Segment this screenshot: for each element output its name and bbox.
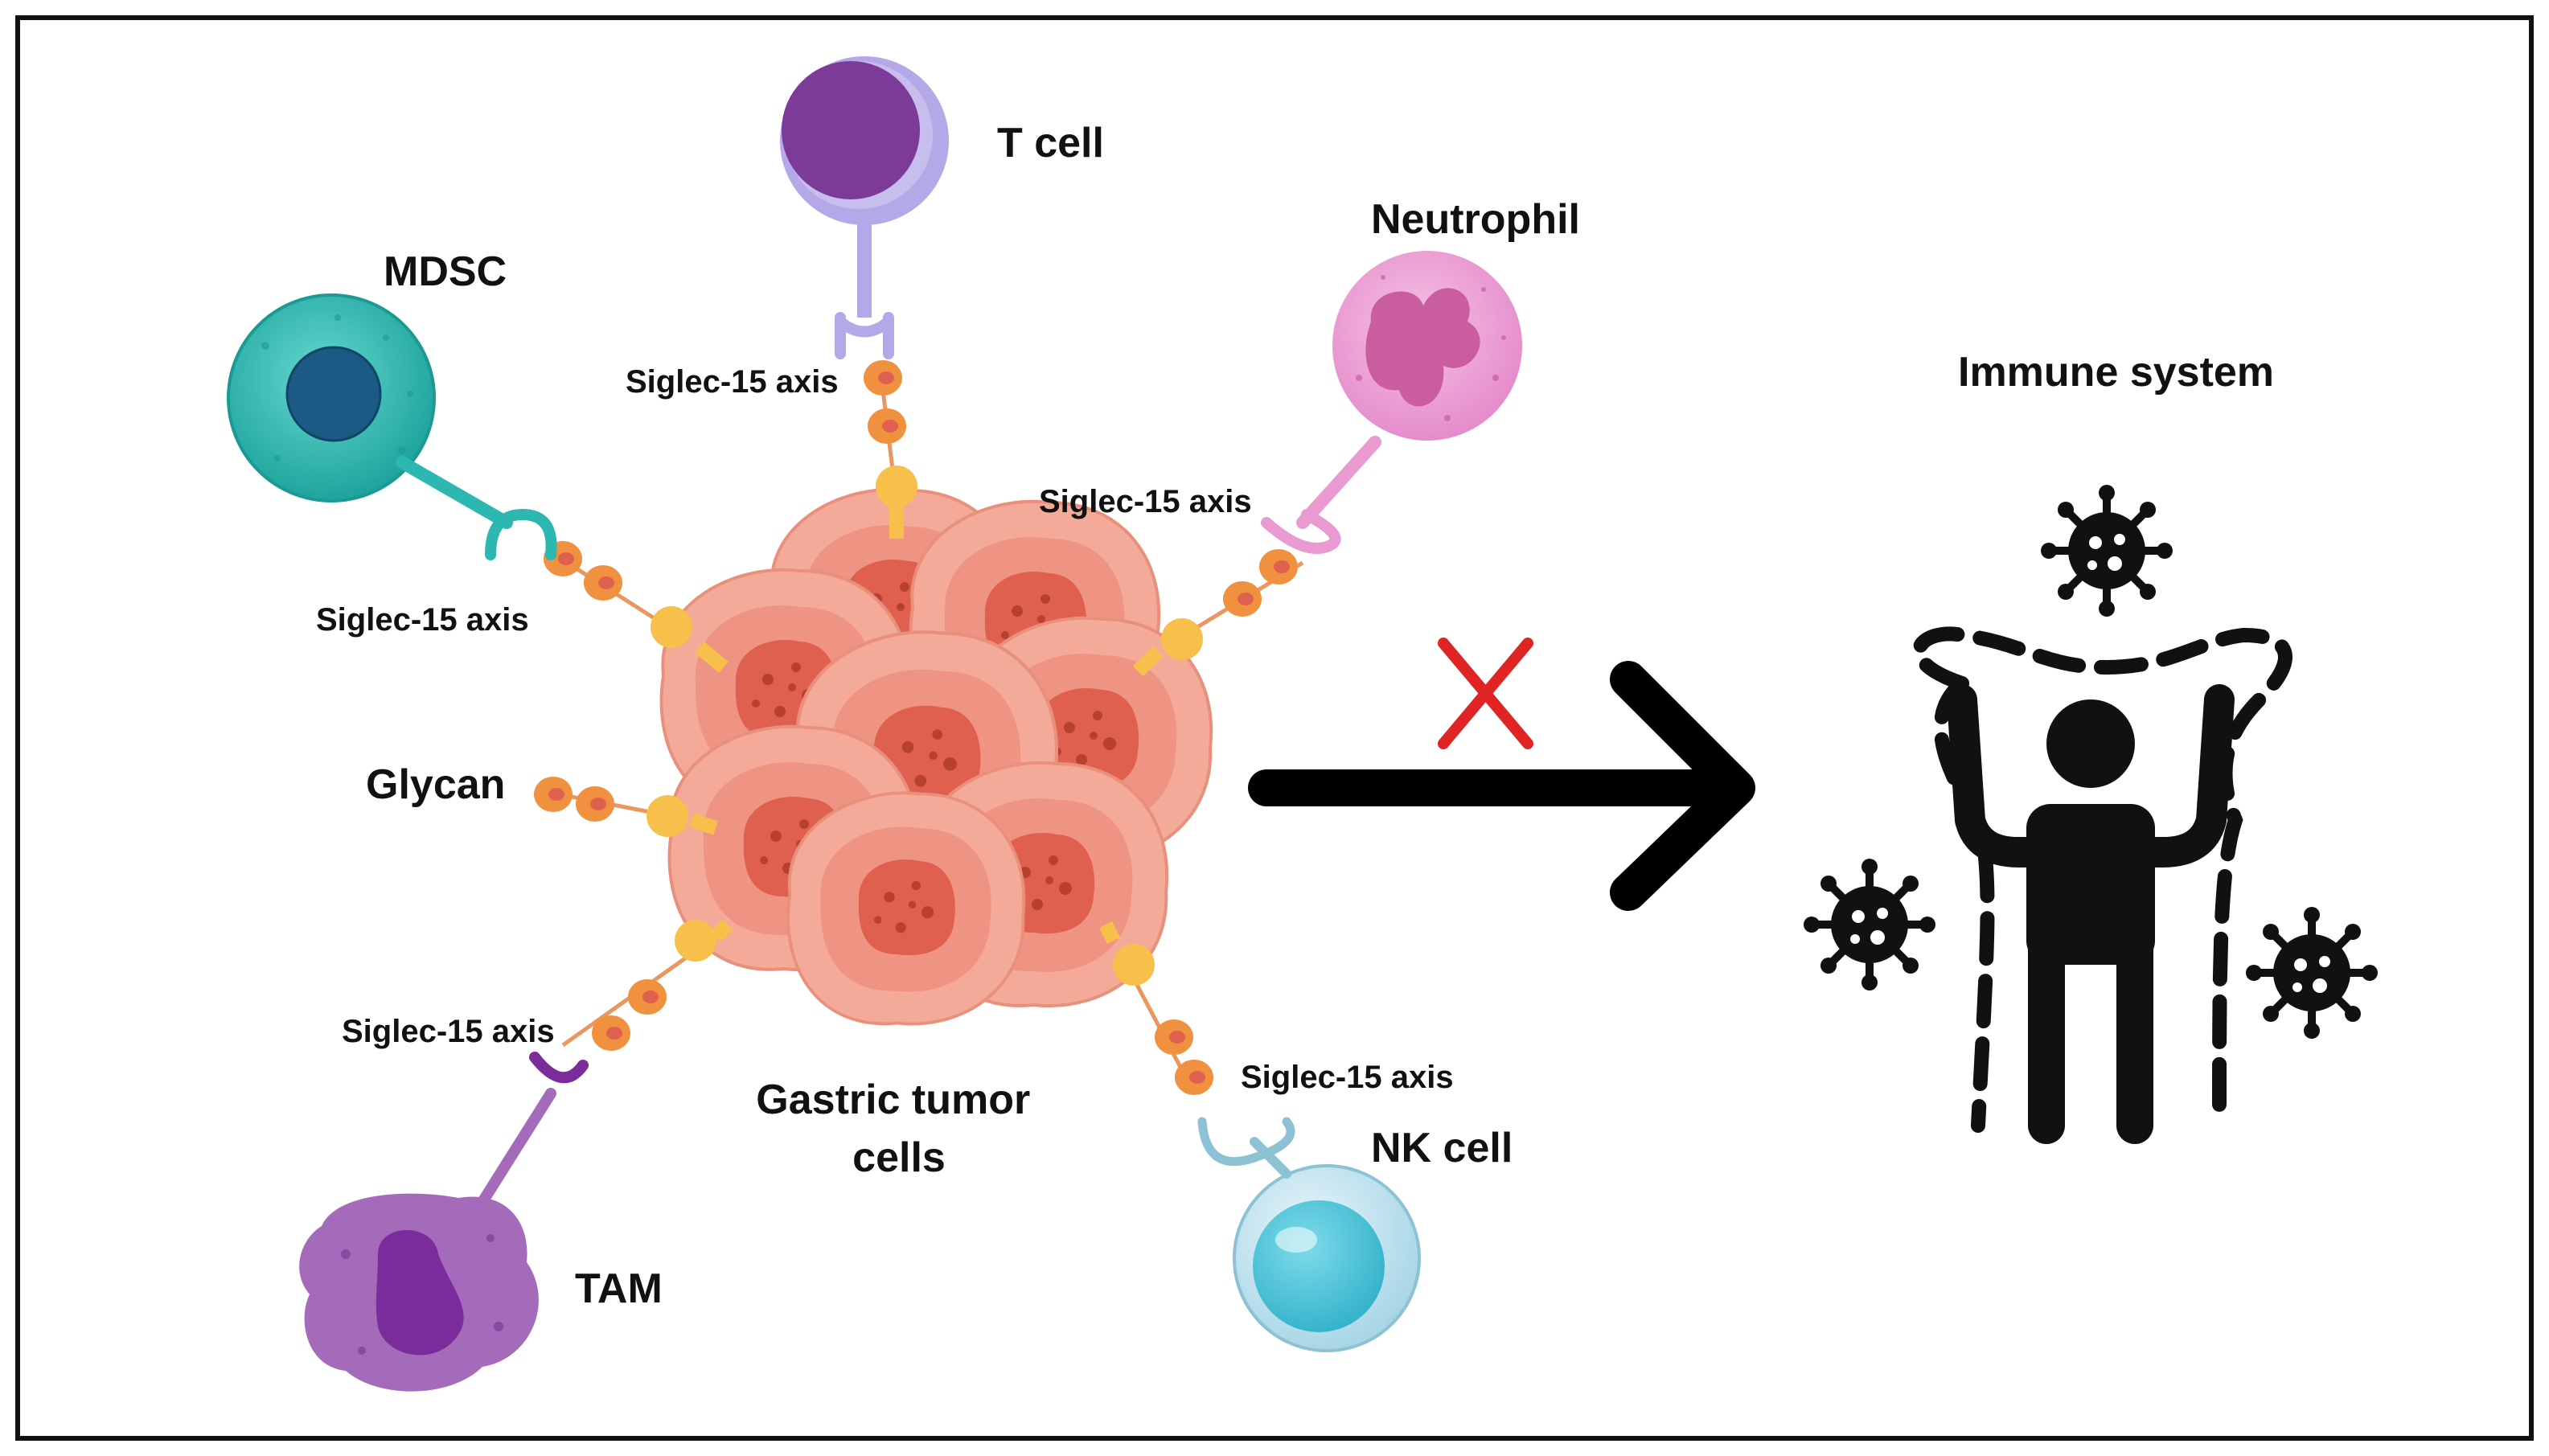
siglec-axis-label-nk: Siglec-15 axis (1241, 1060, 1454, 1095)
neutrophil-label: Neutrophil (1371, 196, 1580, 243)
siglec-axis-label-mdsc: Siglec-15 axis (316, 602, 529, 638)
glycan-label: Glycan (366, 761, 505, 808)
t-cell-label: T cell (997, 120, 1104, 166)
neutrophil-cell (1261, 251, 1522, 554)
siglec-axis-label-neutrophil: Siglec-15 axis (1039, 484, 1252, 519)
siglec-axis-label-tam: Siglec-15 axis (342, 1014, 555, 1049)
figure-border (15, 15, 2534, 1441)
siglec-axis-label-t-cell: Siglec-15 axis (626, 364, 839, 400)
mdsc-cell (227, 293, 557, 560)
tumor-label: Gastric tumor cells (756, 1077, 1041, 1181)
cross-mark (1438, 638, 1533, 749)
protected-person-icon (1911, 626, 2292, 1144)
tumor-cell-cluster (659, 487, 1213, 1026)
tam-label: TAM (575, 1265, 663, 1312)
glycan-units (534, 360, 1298, 1095)
immune-system-label: Immune system (1958, 349, 2274, 396)
arrow-right (1248, 661, 1755, 911)
mdsc-label: MDSC (384, 248, 507, 295)
nk-cell (1197, 1117, 1421, 1352)
nk-cell-label: NK cell (1371, 1125, 1513, 1171)
tam-cell (299, 1052, 589, 1392)
t-cell (780, 56, 949, 359)
